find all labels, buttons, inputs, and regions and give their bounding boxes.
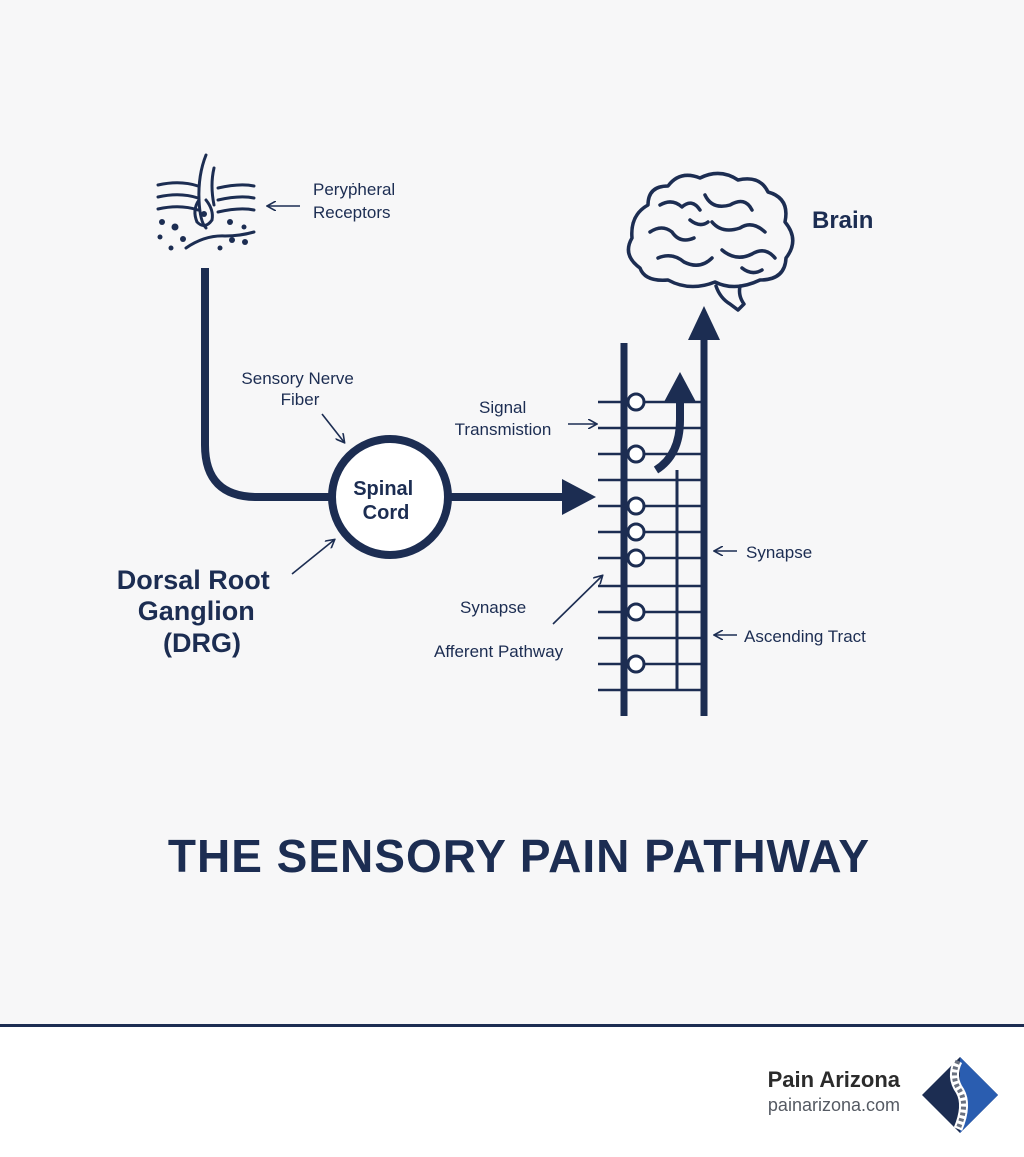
signal-curve-arrow: [653, 400, 684, 474]
pain-pathway-diagram: Peryṗheral Receptors Brain Sensory Nerve…: [117, 153, 873, 882]
brand-block: Pain Arizona painarizona.com: [768, 1067, 900, 1116]
pointer-arrows: [268, 206, 737, 635]
diagram-title: THE SENSORY PAIN PATHWAY: [168, 830, 870, 882]
ascending-tract-ladder: [598, 340, 708, 716]
transmission-arrow-head: [562, 479, 596, 515]
footer-bar: Pain Arizona painarizona.com: [0, 1024, 1024, 1157]
brand-name: Pain Arizona: [767, 1067, 900, 1092]
sensory-nerve-fiber-path: [201, 268, 332, 501]
signal-curve-arrow-head: [664, 372, 696, 402]
brand-url: painarizona.com: [767, 1095, 900, 1115]
synapse-nodes: [626, 392, 646, 674]
peripheral-receptors-label: Peryṗheral Receptors: [313, 180, 400, 222]
ascending-tract-label: Ascending Tract: [744, 627, 866, 646]
ascending-arrow-head: [688, 306, 720, 340]
synapse-left-label: Synapse: [460, 598, 526, 617]
brain-label: Brain: [812, 207, 873, 234]
spine-diamond-icon: [922, 1057, 998, 1133]
spinal-cord-label: Spinal Cord: [353, 478, 419, 524]
afferent-pathway-label: Afferent Pathway: [434, 642, 564, 661]
brain-icon: [626, 171, 795, 312]
skin-receptor-icon: [156, 153, 256, 251]
synapse-right-label: Synapse: [746, 543, 812, 562]
sensory-nerve-fiber-label: Sensory Nerve Fiber: [241, 369, 358, 409]
signal-transmission-label: Signal Transmistion: [455, 398, 552, 439]
dorsal-root-ganglion-label: Dorsal Root Ganglion (DRG): [117, 565, 278, 658]
